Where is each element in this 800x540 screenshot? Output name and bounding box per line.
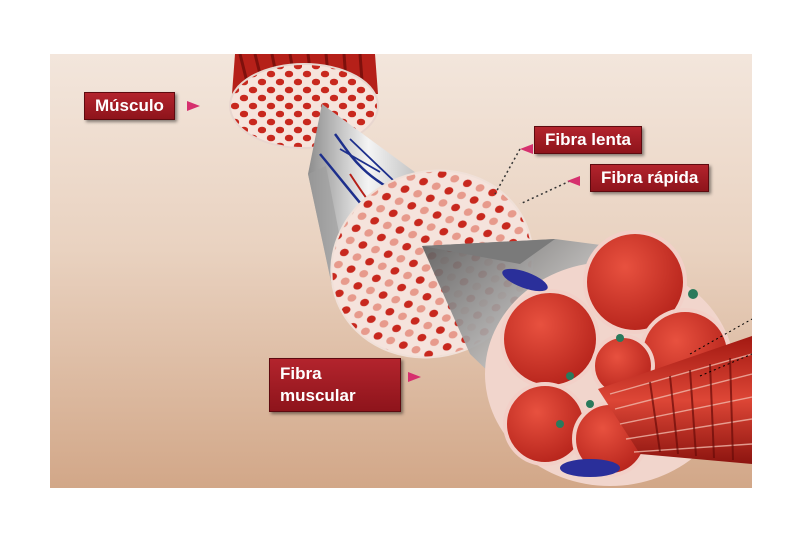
diagram-panel: Músculo Fibra lenta Fibra rápida Fibra m… (50, 54, 752, 488)
pointer-fibra-lenta (520, 144, 533, 154)
label-fibra-muscular: Fibra muscular (269, 358, 401, 412)
pointer-arrows (187, 101, 580, 382)
label-fibra-rapida: Fibra rápida (590, 164, 710, 192)
pointer-fibra-muscular (408, 372, 421, 382)
pointer-musculo (187, 101, 200, 111)
pointer-fibra-rapida (567, 176, 580, 186)
leader-lines (494, 148, 571, 205)
label-fibra-lenta: Fibra lenta (534, 126, 642, 154)
striated-fiber (598, 318, 752, 464)
label-musculo: Músculo (84, 92, 175, 120)
label-fibra-muscular-line2: muscular (280, 386, 356, 405)
label-fibra-muscular-line1: Fibra (280, 364, 322, 383)
muscle-structure-illustration (187, 54, 752, 486)
